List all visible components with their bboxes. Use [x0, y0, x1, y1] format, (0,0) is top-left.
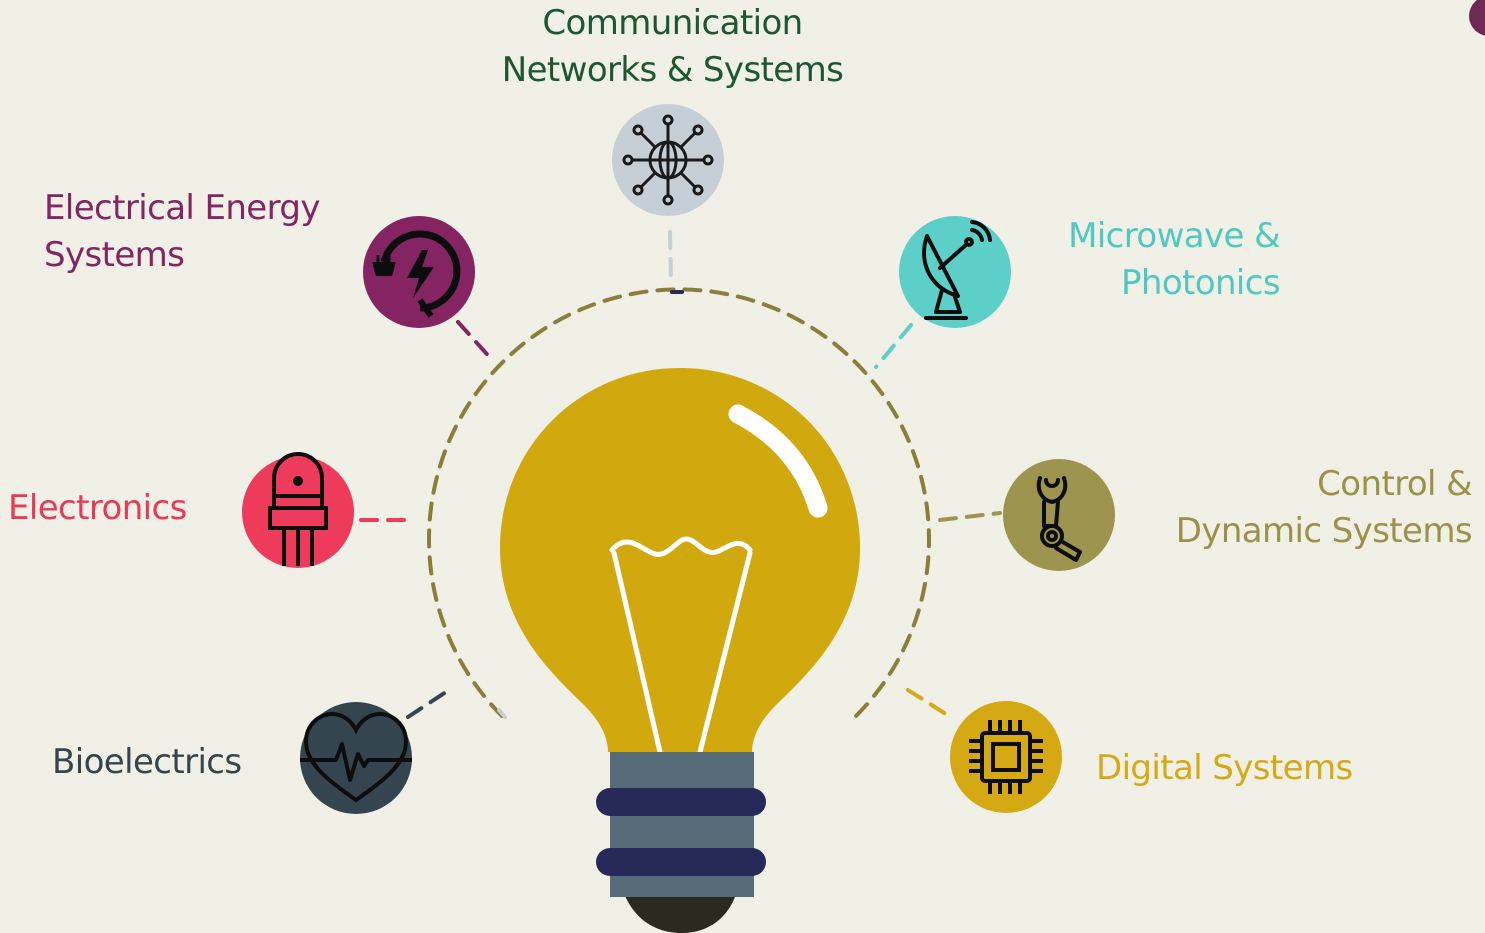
label-electrical-energy: Electrical Energy Systems: [44, 185, 374, 279]
communication-globe-network-icon: [612, 104, 724, 216]
microwave-satellite-dish-icon: [899, 216, 1011, 328]
label-control-line-2: Dynamic Systems: [1175, 511, 1473, 551]
label-communication-line-2: Networks & Systems: [501, 50, 844, 90]
label-communication-line-1: Communication: [542, 3, 803, 43]
light-bulb-icon: [500, 368, 860, 933]
electronics-transistor-icon: [242, 452, 354, 568]
control-robot-arm-icon: [1003, 459, 1115, 571]
digital-microchip-icon: [950, 701, 1062, 813]
dashed-ring: [427, 287, 931, 718]
label-electronics: Electronics: [8, 485, 238, 532]
label-control-line-1: Control &: [1317, 464, 1472, 504]
label-electronics-line-1: Electronics: [8, 488, 187, 528]
label-microwave: Microwave & Photonics: [1020, 213, 1281, 307]
connector-bioelectrics: [406, 686, 454, 719]
label-electrical-energy-line-1: Electrical Energy: [44, 188, 321, 228]
label-digital: Digital Systems: [1096, 745, 1396, 792]
bioelectrics-heart-pulse-icon: [300, 702, 412, 814]
connector-digital: [906, 688, 954, 720]
label-microwave-line-1: Microwave &: [1068, 216, 1281, 256]
connector-bioelectrics-end: [497, 708, 507, 719]
label-electrical-energy-line-2: Systems: [44, 235, 185, 275]
connector-microwave: [874, 323, 913, 369]
label-digital-line-1: Digital Systems: [1096, 748, 1353, 788]
connector-communication: [668, 230, 673, 286]
corner-dot: [1469, 0, 1485, 36]
label-communication: Communication Networks & Systems: [470, 0, 875, 94]
label-bioelectrics: Bioelectrics: [52, 739, 292, 786]
connector-control: [938, 511, 1002, 522]
electrical-energy-power-plug-icon: [363, 216, 475, 328]
label-control: Control & Dynamic Systems: [1132, 461, 1473, 555]
label-bioelectrics-line-1: Bioelectrics: [52, 742, 242, 782]
connector-electrical-energy: [456, 320, 496, 364]
label-microwave-line-2: Photonics: [1121, 263, 1281, 303]
